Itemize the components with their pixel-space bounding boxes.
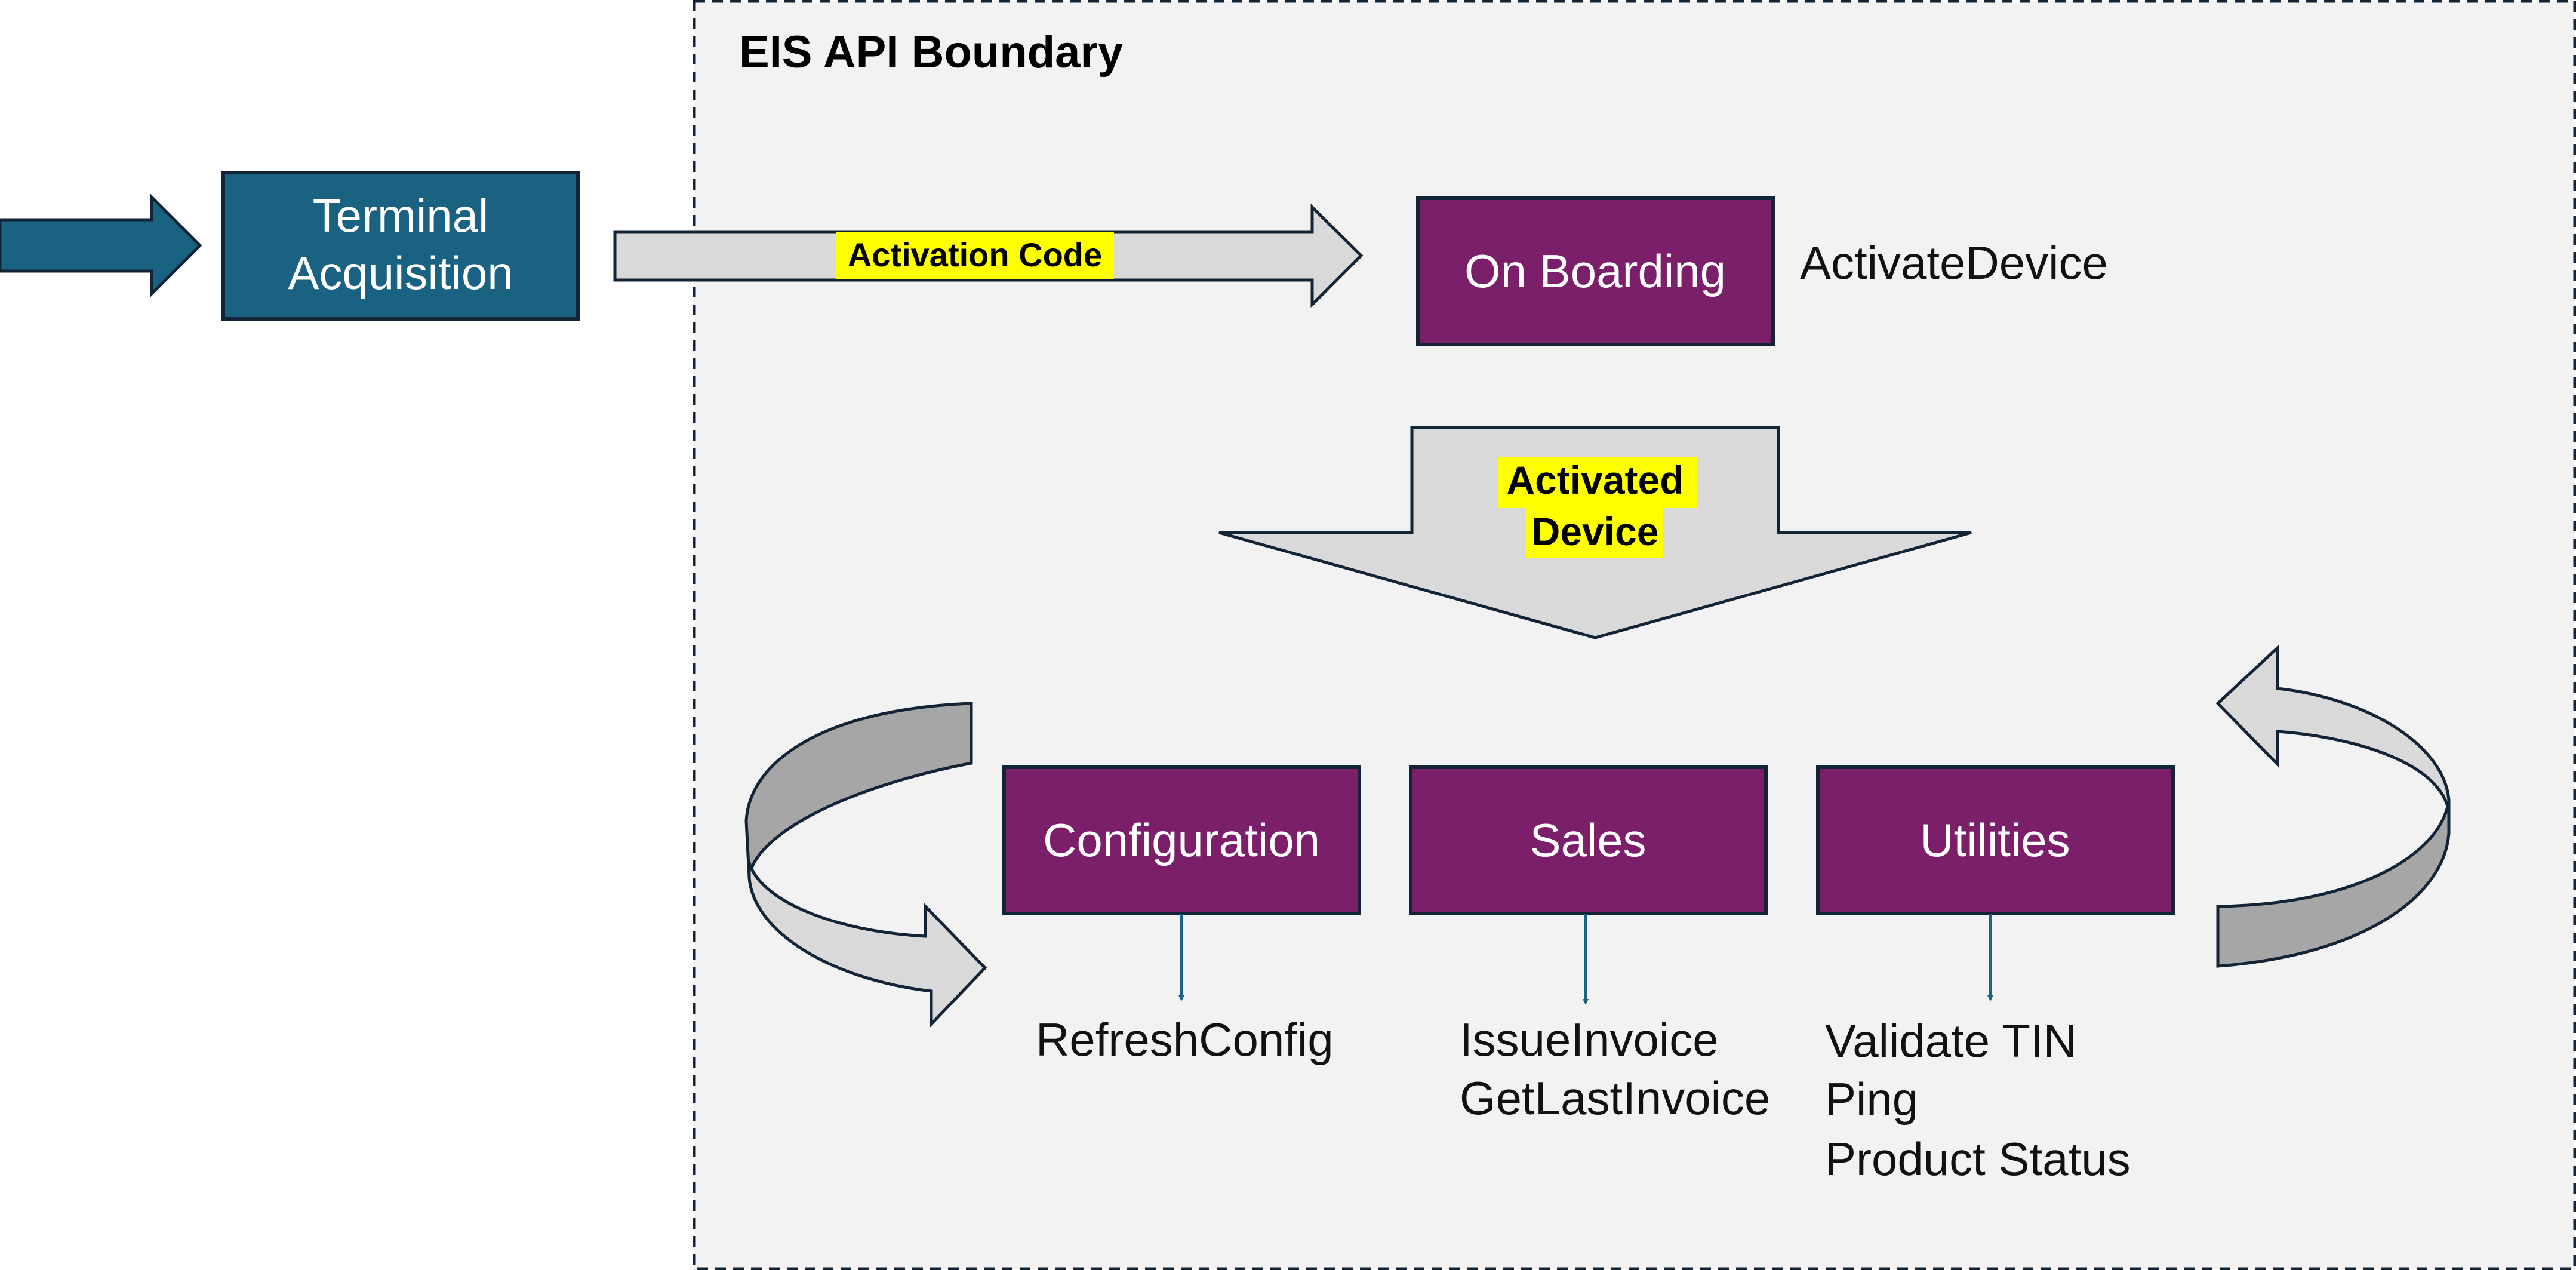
terminal-label-line1: Terminal [313,189,489,242]
terminal-acquisition-box [221,171,580,321]
onboarding-label: On Boarding [1464,245,1726,297]
onboarding-operation: ActivateDevice [1800,236,2108,289]
activation-code-label: Activation Code [848,236,1102,273]
activated-label-line1: Activated [1506,458,1684,502]
left-cycle-arrow-body [744,702,973,878]
activation-code-highlight [836,232,1114,279]
left-cycle-arrow-head [747,862,987,1028]
activated-label-line2: Device [1532,509,1659,553]
activated-highlight-line2 [1526,508,1663,558]
configuration-label: Configuration [1043,814,1320,866]
right-cycle-arrow-body [2216,799,2451,968]
incoming-arrow [0,193,202,298]
boundary-title: EIS API Boundary [739,27,1123,78]
onboarding-box [1416,196,1775,346]
configuration-box [1002,765,1361,915]
sales-label: Sales [1529,814,1646,866]
sales-box [1409,765,1768,915]
right-cycle-arrow [2215,644,2451,968]
terminal-label-line2: Acquisition [288,247,513,299]
utilities-label: Utilities [1920,814,2070,866]
sales-operation-1: IssueInvoice [1460,1013,1719,1066]
left-cycle-arrow [744,702,987,1028]
utilities-operation-3: Product Status [1825,1133,2131,1185]
utilities-operation-2: Ping [1825,1073,1918,1126]
sales-operation-2: GetLastInvoice [1460,1072,1770,1124]
right-cycle-arrow-head [2215,644,2451,813]
activated-highlight-line1 [1498,457,1697,508]
configuration-operation: RefreshConfig [1036,1013,1334,1066]
utilities-box [1816,765,2175,915]
utilities-operation-1: Validate TIN [1825,1014,2077,1067]
